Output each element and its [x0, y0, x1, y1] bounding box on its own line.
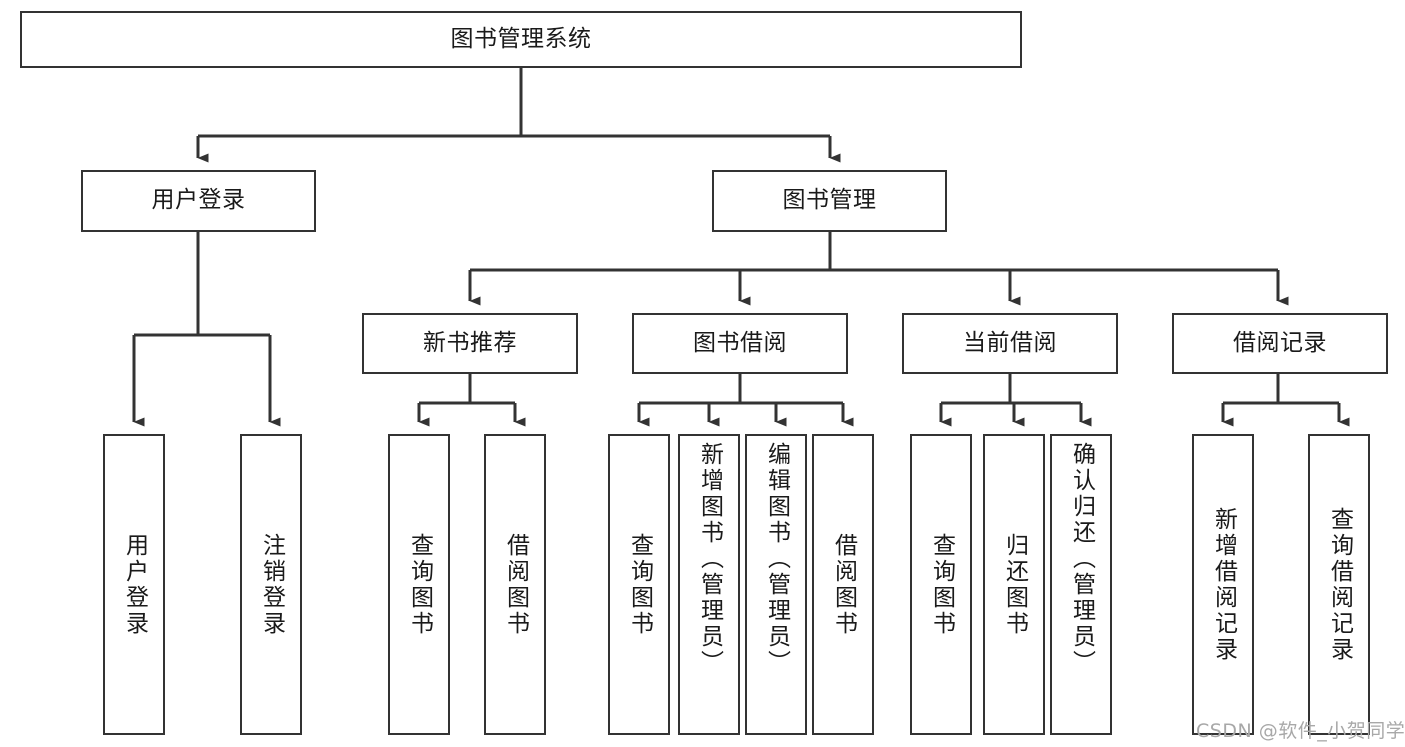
node-book-borrow-label: 图书借阅 [693, 329, 787, 356]
node-book-management[interactable]: 图书管理 [712, 170, 947, 232]
node-leaf-query-borrow-record-label: 查询借阅记录 [1326, 506, 1353, 663]
watermark-text: CSDN @软件_小贺同学 [1196, 720, 1405, 742]
node-leaf-confirm-return-admin[interactable]: 确认归还（管理员） [1050, 434, 1112, 735]
node-new-book-recommend-label: 新书推荐 [423, 329, 517, 356]
node-leaf-edit-book-admin[interactable]: 编辑图书（管理员） [745, 434, 807, 735]
node-leaf-user-login-label: 用户登录 [121, 532, 148, 637]
node-leaf-borrow-book-label: 借阅图书 [830, 532, 857, 637]
node-leaf-borrow-book-new[interactable]: 借阅图书 [484, 434, 546, 735]
node-leaf-return-book-label: 归还图书 [1001, 532, 1028, 637]
node-current-borrow-label: 当前借阅 [963, 329, 1057, 356]
node-book-management-label: 图书管理 [782, 187, 877, 214]
node-leaf-query-book-new-label: 查询图书 [406, 532, 433, 637]
node-book-borrow[interactable]: 图书借阅 [632, 313, 848, 374]
node-leaf-borrow-book-new-label: 借阅图书 [502, 532, 529, 637]
node-leaf-borrow-book[interactable]: 借阅图书 [812, 434, 874, 735]
node-leaf-add-borrow-record[interactable]: 新增借阅记录 [1192, 434, 1254, 735]
node-leaf-edit-book-admin-label: 编辑图书（管理员） [763, 442, 790, 676]
node-leaf-logout[interactable]: 注销登录 [240, 434, 302, 735]
node-new-book-recommend[interactable]: 新书推荐 [362, 313, 578, 374]
node-leaf-user-login[interactable]: 用户登录 [103, 434, 165, 735]
node-user-login[interactable]: 用户登录 [81, 170, 316, 232]
node-leaf-add-borrow-record-label: 新增借阅记录 [1210, 506, 1237, 663]
node-leaf-query-book[interactable]: 查询图书 [608, 434, 670, 735]
node-borrow-record-label: 借阅记录 [1233, 329, 1327, 356]
node-leaf-add-book-admin-label: 新增图书（管理员） [696, 442, 723, 676]
node-leaf-add-book-admin[interactable]: 新增图书（管理员） [678, 434, 740, 735]
node-current-borrow[interactable]: 当前借阅 [902, 313, 1118, 374]
node-leaf-query-book-current-label: 查询图书 [928, 532, 955, 637]
node-leaf-logout-label: 注销登录 [258, 532, 285, 637]
node-leaf-query-borrow-record[interactable]: 查询借阅记录 [1308, 434, 1370, 735]
node-leaf-confirm-return-admin-label: 确认归还（管理员） [1068, 442, 1095, 676]
node-leaf-query-book-current[interactable]: 查询图书 [910, 434, 972, 735]
node-user-login-label: 用户登录 [151, 187, 246, 214]
node-root-label: 图书管理系统 [450, 25, 592, 52]
node-root[interactable]: 图书管理系统 [20, 11, 1022, 68]
node-leaf-query-book-label: 查询图书 [626, 532, 653, 637]
node-leaf-query-book-new[interactable]: 查询图书 [388, 434, 450, 735]
node-borrow-record[interactable]: 借阅记录 [1172, 313, 1388, 374]
node-leaf-return-book[interactable]: 归还图书 [983, 434, 1045, 735]
